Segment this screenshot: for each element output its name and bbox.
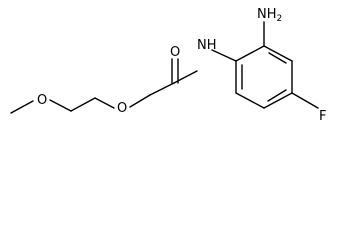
bond-methyl-o [10, 100, 34, 114]
bond-ch2-ch2 [70, 97, 96, 112]
bond-ch2-carbonyl [149, 82, 175, 96]
ring-bond-2 [263, 45, 293, 62]
molecule-diagram: NH2 NH O O O F [10, 7, 326, 124]
bond-ch2-o [94, 97, 115, 109]
atom-fluorine: F [319, 109, 326, 124]
atom-amide-nh: NH [197, 38, 217, 53]
ring-double-2 [267, 89, 287, 102]
atom-carbonyl-o: O [170, 45, 180, 60]
atom-ether-o1: O [37, 93, 47, 108]
ring-bond-4 [263, 92, 293, 109]
bond-ring-f [291, 92, 319, 109]
ring-bond-1 [235, 45, 265, 62]
bond-carbonyl-nh [173, 70, 198, 84]
bond-o-ch2-a [49, 99, 72, 112]
structure-svg: NH2 NH O O O F [10, 7, 326, 124]
atom-ether-o2: O [117, 101, 127, 116]
ring-bond-5 [235, 92, 265, 109]
bond-nh-ring [211, 49, 237, 62]
atom-amine: NH2 [257, 7, 282, 24]
ring-double-1 [268, 52, 287, 64]
bond-o-ch2-b [129, 94, 151, 108]
